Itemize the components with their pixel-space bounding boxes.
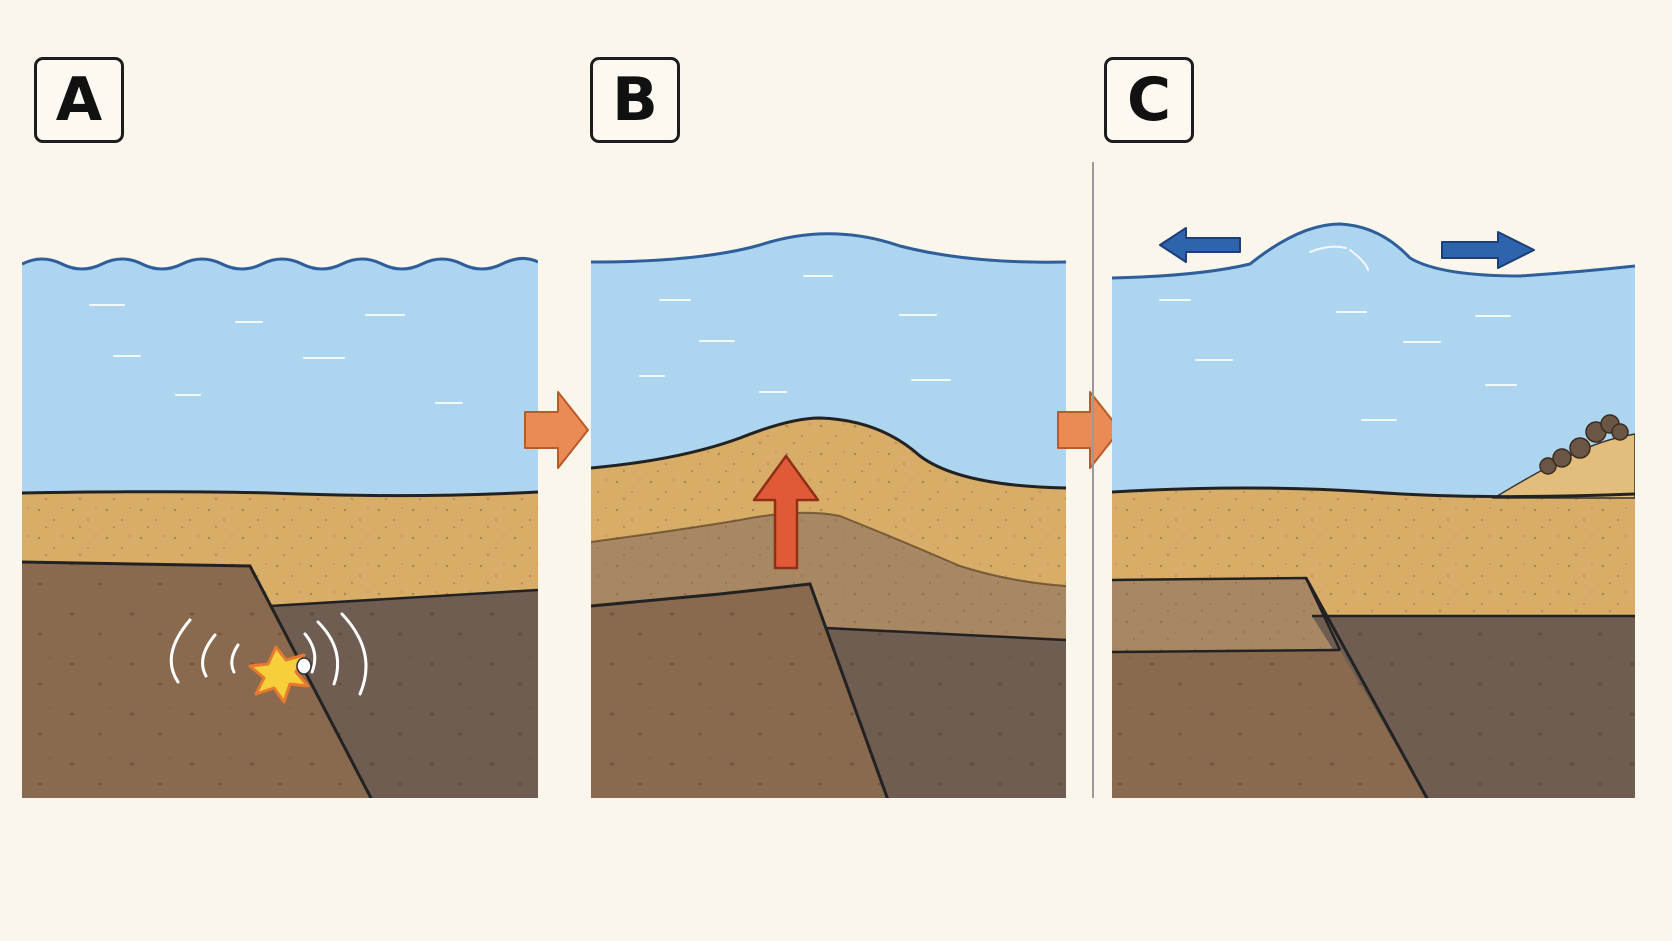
arrow-right-icon: [524, 391, 589, 469]
arrow-up-icon: [752, 454, 820, 570]
panel-label-c: C: [1104, 57, 1194, 143]
arrow-left-icon: [1159, 227, 1241, 263]
seismic-waves: [169, 612, 368, 696]
panel-label-a: A: [34, 57, 124, 143]
arrow-right-icon: [1057, 391, 1121, 469]
panel-b-scene: [591, 232, 1066, 798]
panel-c-scene: [1112, 222, 1635, 798]
burst-icon: [248, 645, 310, 704]
arrow-right-icon: [1441, 231, 1535, 269]
panel-label-b: B: [590, 57, 680, 143]
coast-shrubs: [1539, 414, 1629, 475]
panel-a-scene: [22, 257, 538, 798]
